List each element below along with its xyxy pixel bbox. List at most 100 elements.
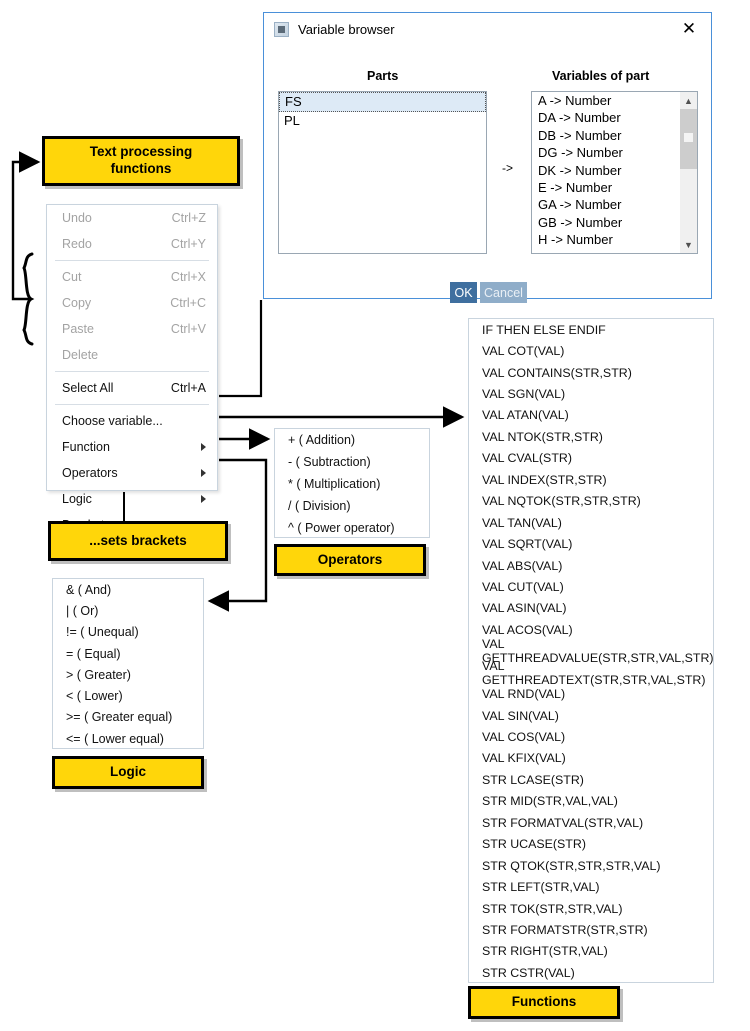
- function-item[interactable]: IF THEN ELSE ENDIF: [482, 322, 606, 337]
- functions-submenu[interactable]: IF THEN ELSE ENDIF VAL COT(VAL) VAL CONTAI…: [468, 318, 714, 983]
- menu-item-shortcut: Ctrl+C: [170, 296, 206, 310]
- function-item[interactable]: STR LEFT(STR,VAL): [482, 880, 600, 895]
- menu-item-label: Paste: [62, 322, 94, 336]
- ok-button[interactable]: OK: [450, 282, 477, 303]
- variables-list-item[interactable]: E -> Number: [538, 180, 613, 196]
- menu-item-shortcut: Ctrl+Y: [170, 237, 206, 251]
- close-icon[interactable]: ✕: [681, 19, 697, 39]
- function-item[interactable]: VAL GETTHREADVALUE(STR,STR,VAL,STR): [482, 637, 714, 666]
- brace-editing-group: [22, 252, 35, 346]
- function-item[interactable]: VAL SGN(VAL): [482, 387, 566, 402]
- menu-item-label: Cut: [62, 270, 82, 284]
- function-item[interactable]: VAL SQRT(VAL): [482, 537, 573, 552]
- callout-functions: Functions: [468, 986, 620, 1019]
- menu-item-delete: Delete: [47, 342, 217, 368]
- function-item[interactable]: STR FORMATVAL(STR,VAL): [482, 815, 644, 830]
- menu-item-logic[interactable]: Logic: [47, 486, 217, 512]
- function-item[interactable]: VAL NQTOK(STR,STR,STR): [482, 494, 641, 509]
- menu-item-shortcut: Ctrl+A: [170, 381, 206, 395]
- operator-item[interactable]: / ( Division): [288, 499, 351, 513]
- variables-list-item[interactable]: GB -> Number: [538, 214, 623, 230]
- function-item[interactable]: VAL CUT(VAL): [482, 579, 564, 594]
- function-item[interactable]: VAL ABS(VAL): [482, 558, 563, 573]
- function-item[interactable]: VAL CVAL(STR): [482, 451, 572, 466]
- transfer-arrow-label: ->: [502, 161, 514, 175]
- operators-submenu[interactable]: + ( Addition) - ( Subtraction) * ( Multipl…: [274, 428, 430, 538]
- operator-item[interactable]: * ( Multiplication): [288, 477, 381, 491]
- function-item[interactable]: VAL ATAN(VAL): [482, 408, 569, 423]
- chevron-down-icon[interactable]: ▼: [680, 236, 697, 253]
- logic-submenu[interactable]: & ( And) | ( Or) != ( Unequal) = ( Equal) > …: [52, 578, 204, 749]
- scrollbar-thumb[interactable]: [680, 109, 697, 169]
- parts-column-header: Parts: [367, 69, 399, 83]
- menu-item-label: Copy: [62, 296, 92, 310]
- function-item[interactable]: VAL SIN(VAL): [482, 708, 559, 723]
- variables-scrollbar[interactable]: ▲ ▼: [680, 92, 697, 253]
- operator-item[interactable]: - ( Subtraction): [288, 455, 371, 469]
- function-item[interactable]: VAL ACOS(VAL): [482, 622, 573, 637]
- function-item[interactable]: VAL GETTHREADTEXT(STR,STR,VAL,STR): [482, 658, 706, 687]
- parts-list-item[interactable]: FS: [279, 92, 486, 112]
- dialog-title-bar[interactable]: Variable browser: [264, 13, 711, 45]
- variables-list-item[interactable]: DB -> Number: [538, 127, 622, 143]
- function-item[interactable]: VAL ASIN(VAL): [482, 601, 567, 616]
- function-item[interactable]: VAL CONTAINS(STR,STR): [482, 365, 632, 380]
- connector-choose-variable: [219, 300, 263, 398]
- parts-list-item[interactable]: PL: [284, 113, 300, 128]
- logic-item[interactable]: != ( Unequal): [66, 625, 139, 640]
- function-item[interactable]: STR FORMATSTR(STR,STR): [482, 922, 648, 937]
- cancel-button[interactable]: Cancel: [480, 282, 527, 303]
- function-item[interactable]: VAL INDEX(STR,STR): [482, 472, 607, 487]
- logic-item[interactable]: < ( Lower): [66, 689, 123, 704]
- chevron-up-icon[interactable]: ▲: [680, 92, 697, 109]
- menu-item-label: Operators: [62, 466, 118, 480]
- logic-item[interactable]: > ( Greater): [66, 667, 131, 682]
- menu-item-operators[interactable]: Operators: [47, 460, 217, 486]
- logic-item[interactable]: & ( And): [66, 582, 112, 597]
- chevron-right-icon: [201, 495, 206, 503]
- menu-separator: [55, 404, 209, 405]
- logic-item[interactable]: <= ( Lower equal): [66, 731, 164, 746]
- function-item[interactable]: STR CSTR(VAL): [482, 965, 575, 980]
- menu-item-label: Select All: [62, 381, 114, 395]
- callout-logic: Logic: [52, 756, 204, 789]
- function-item[interactable]: VAL COT(VAL): [482, 344, 565, 359]
- variables-list-item[interactable]: DG -> Number: [538, 145, 623, 161]
- menu-item-function[interactable]: Function: [47, 434, 217, 460]
- function-item[interactable]: VAL TAN(VAL): [482, 515, 562, 530]
- logic-item[interactable]: | ( Or): [66, 603, 99, 618]
- function-item[interactable]: STR LCASE(STR): [482, 772, 584, 787]
- function-item[interactable]: STR RIGHT(STR,VAL): [482, 944, 608, 959]
- app-icon: [274, 21, 289, 37]
- menu-item-select-all[interactable]: Select All Ctrl+A: [47, 375, 217, 401]
- menu-item-copy: Copy Ctrl+C: [47, 290, 217, 316]
- menu-item-shortcut: Ctrl+X: [170, 270, 206, 284]
- function-item[interactable]: STR UCASE(STR): [482, 837, 586, 852]
- logic-item[interactable]: = ( Equal): [66, 646, 121, 661]
- function-item[interactable]: STR TOK(STR,STR,VAL): [482, 901, 623, 916]
- function-item[interactable]: VAL KFIX(VAL): [482, 751, 566, 766]
- function-item[interactable]: VAL RND(VAL): [482, 687, 566, 702]
- function-item[interactable]: VAL COS(VAL): [482, 730, 566, 745]
- variables-list-item[interactable]: DA -> Number: [538, 110, 621, 126]
- operator-item[interactable]: ^ ( Power operator): [288, 521, 395, 535]
- connector-editing-group: [11, 151, 41, 301]
- variables-list-item[interactable]: A -> Number: [538, 93, 612, 108]
- menu-item-choose-variable[interactable]: Choose variable...: [47, 408, 217, 434]
- menu-item-shortcut: Ctrl+V: [170, 322, 206, 336]
- variables-list-item[interactable]: H -> Number: [538, 232, 613, 248]
- logic-item[interactable]: >= ( Greater equal): [66, 710, 173, 725]
- callout-sets-brackets: ...sets brackets: [48, 521, 228, 561]
- variable-browser-dialog[interactable]: Variable browser ✕ Parts Variables of pa…: [263, 12, 712, 303]
- function-item[interactable]: STR MID(STR,VAL,VAL): [482, 794, 618, 809]
- variables-list-item[interactable]: GA -> Number: [538, 197, 622, 213]
- variables-list-item[interactable]: DK -> Number: [538, 162, 622, 178]
- function-item[interactable]: VAL NTOK(STR,STR): [482, 429, 603, 444]
- function-item[interactable]: STR QTOK(STR,STR,STR,VAL): [482, 858, 661, 873]
- operator-item[interactable]: + ( Addition): [288, 433, 356, 447]
